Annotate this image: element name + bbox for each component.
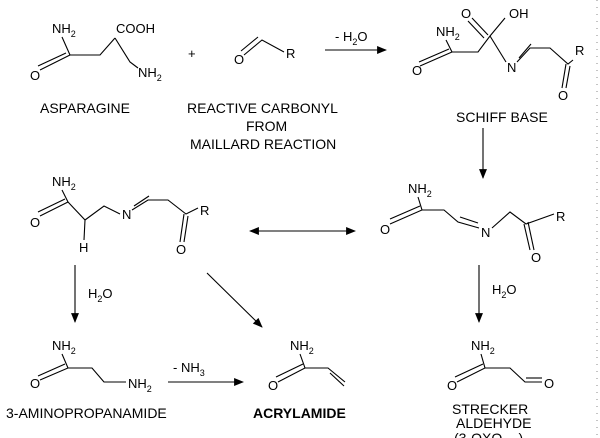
svg-text:O: O	[558, 88, 568, 103]
carbonyl-structure: O R	[234, 36, 295, 67]
carbonyl-label-line1: REACTIVE CARBONYL	[187, 100, 338, 116]
minus-ammonia-label: - NH3	[173, 360, 205, 378]
aminopropanamide-structure: NH2 O NH2	[30, 338, 152, 394]
minus-water-label: - H2O	[335, 29, 367, 47]
intermediate-right-structure: NH2 O N R O	[380, 181, 565, 265]
svg-text:NH2: NH2	[52, 338, 76, 356]
svg-text:N: N	[507, 60, 516, 75]
svg-text:O: O	[380, 222, 390, 237]
svg-text:COOH: COOH	[116, 21, 155, 36]
svg-text:O: O	[544, 376, 554, 391]
svg-text:O: O	[531, 250, 541, 265]
strecker-label-line3: (3-OXO-...)	[454, 430, 523, 438]
svg-text:O: O	[412, 63, 422, 78]
carbonyl-label-line2: FROM	[246, 118, 287, 134]
schiff-base-structure: NH2 O OH O N R O	[412, 6, 584, 103]
svg-text:NH2: NH2	[52, 174, 76, 192]
svg-text:O: O	[30, 215, 40, 230]
svg-text:N: N	[481, 225, 490, 240]
svg-text:O: O	[268, 378, 278, 393]
water-label-right: H2O	[492, 282, 517, 300]
svg-text:R: R	[200, 203, 209, 218]
svg-text:R: R	[575, 43, 584, 58]
svg-text:NH2: NH2	[128, 376, 152, 394]
schiff-base-label: SCHIFF BASE	[456, 109, 548, 125]
strecker-label-line1: STRECKER	[452, 401, 528, 417]
arrow-elimination	[206, 272, 263, 328]
svg-text:NH2: NH2	[138, 65, 162, 83]
svg-text:O: O	[30, 68, 40, 83]
carbonyl-label-line3: MAILLARD REACTION	[190, 136, 336, 152]
svg-text:NH2: NH2	[52, 21, 76, 39]
strecker-aldehyde-structure: NH2 O O	[447, 338, 554, 393]
strecker-label-line2: ALDEHYDE	[456, 415, 531, 431]
svg-text:NH2: NH2	[408, 181, 432, 199]
water-label-left: H2O	[88, 286, 113, 304]
svg-text:NH2: NH2	[436, 24, 460, 42]
svg-text:NH2: NH2	[290, 338, 314, 356]
svg-text:O: O	[176, 242, 186, 257]
svg-text:OH: OH	[509, 6, 529, 21]
svg-text:H: H	[79, 240, 88, 255]
svg-text:R: R	[556, 209, 565, 224]
plus-sign: +	[188, 46, 196, 61]
acrylamide-label: ACRYLAMIDE	[253, 405, 346, 421]
svg-text:R: R	[286, 46, 295, 61]
acrylamide-structure: NH2 O	[268, 338, 346, 393]
svg-text:O: O	[30, 376, 40, 391]
svg-text:O: O	[461, 6, 471, 21]
svg-text:O: O	[447, 378, 457, 393]
svg-text:NH2: NH2	[471, 338, 495, 356]
svg-text:N: N	[122, 207, 131, 222]
svg-text:O: O	[234, 52, 244, 67]
aminopropanamide-label: 3-AMINOPROPANAMIDE	[6, 405, 167, 421]
intermediate-left-structure: NH2 O H N R O	[30, 174, 209, 257]
asparagine-label: ASPARAGINE	[40, 100, 130, 116]
asparagine-structure: NH2 COOH O NH2	[30, 21, 162, 83]
